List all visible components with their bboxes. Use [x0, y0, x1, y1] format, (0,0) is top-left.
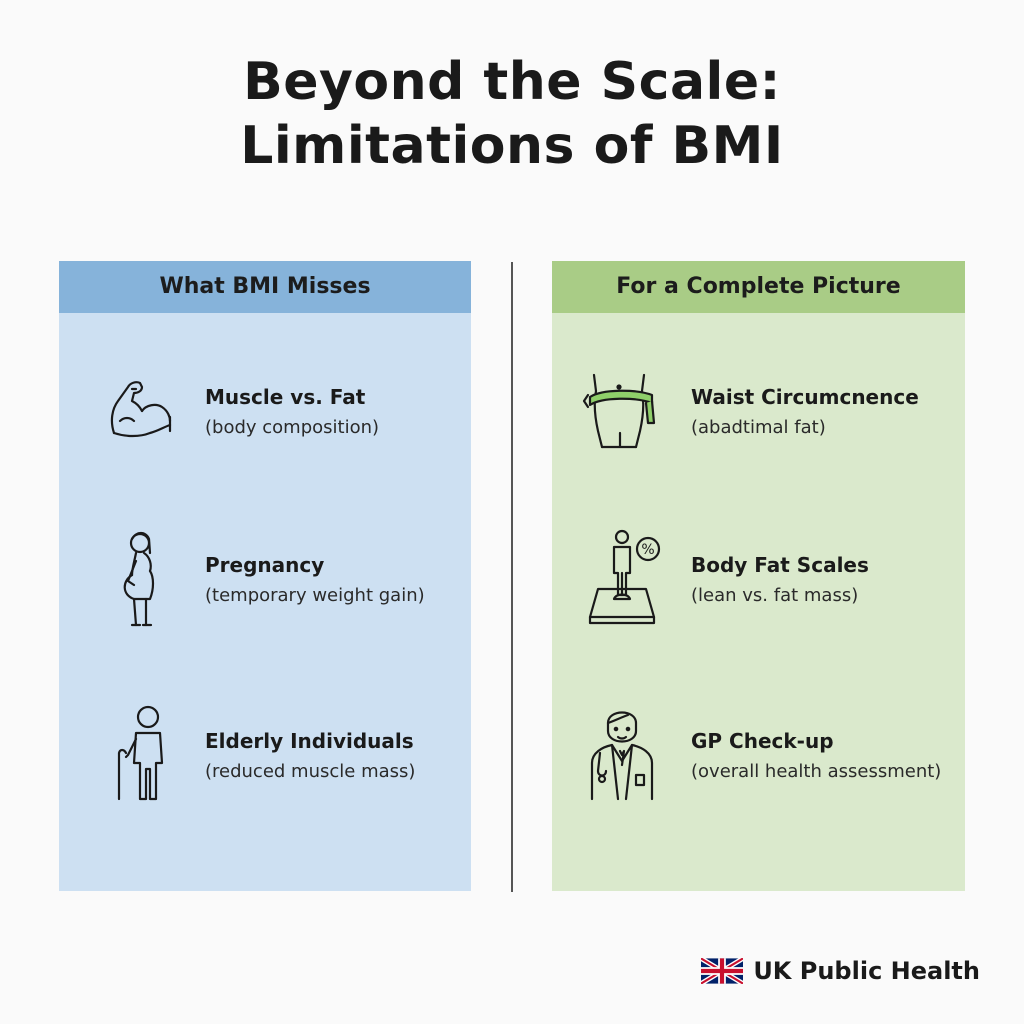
flexed-arm-icon	[106, 361, 186, 461]
item-subtext: (lean vs. fat mass)	[691, 585, 859, 606]
uk-flag-icon	[700, 956, 745, 986]
elderly-person-with-cane-icon	[106, 705, 186, 805]
item-label: Elderly Individuals	[205, 729, 414, 753]
item-label: Muscle vs. Fat	[205, 385, 366, 409]
item-label: Body Fat Scales	[691, 553, 869, 577]
item-label: Pregnancy	[205, 553, 325, 577]
column-divider	[511, 262, 513, 892]
page-title: Beyond the Scale: Limitations of BMI	[0, 50, 1024, 178]
list-item-elderly: Elderly Individuals (reduced muscle mass…	[59, 705, 471, 815]
item-subtext: (abadtimal fat)	[691, 417, 826, 438]
panel-heading: For a Complete Picture	[552, 261, 965, 313]
item-label: Waist Circumcnence	[691, 385, 919, 409]
brand-name: UK Public Health	[753, 957, 980, 985]
title-line-1: Beyond the Scale:	[243, 52, 781, 112]
bmi-misses-panel: What BMI Misses Muscle vs. Fat (body com…	[59, 261, 471, 891]
title-line-2: Limitations of BMI	[240, 116, 784, 176]
doctor-icon	[582, 705, 662, 805]
complete-picture-panel: For a Complete Picture Waist Circumcnenc…	[552, 261, 965, 891]
waist-tape-measure-icon	[582, 361, 662, 461]
list-item-pregnancy: Pregnancy (temporary weight gain)	[59, 529, 471, 639]
footer-brand: UK Public Health	[700, 956, 980, 986]
item-subtext: (reduced muscle mass)	[205, 761, 416, 782]
item-subtext: (body composition)	[205, 417, 380, 438]
pregnant-woman-icon	[106, 529, 186, 629]
list-item-waist-circumference: Waist Circumcnence (abadtimal fat)	[552, 361, 965, 471]
item-label: GP Check-up	[691, 729, 834, 753]
list-item-muscle-vs-fat: Muscle vs. Fat (body composition)	[59, 361, 471, 471]
item-subtext: (temporary weight gain)	[205, 585, 425, 606]
panel-heading: What BMI Misses	[59, 261, 471, 313]
svg-text:%: %	[641, 542, 654, 558]
body-fat-scale-icon: %	[582, 529, 662, 629]
list-item-body-fat-scales: % Body Fat Scales (lean vs. fat mass)	[552, 529, 965, 639]
list-item-gp-check-up: GP Check-up (overall health assessment)	[552, 705, 965, 815]
item-subtext: (overall health assessment)	[691, 761, 942, 782]
